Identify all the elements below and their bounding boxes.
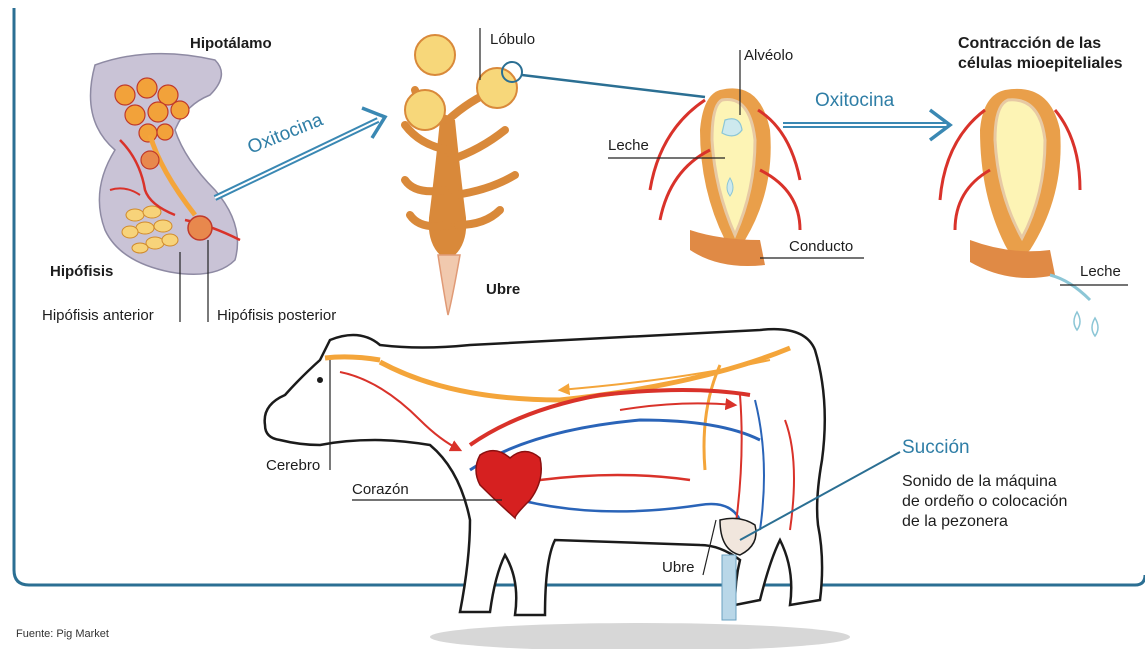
alveolus-illustration [608, 50, 864, 266]
label-lobulo: Lóbulo [490, 32, 535, 47]
hypothalamus-pituitary-illustration [91, 54, 241, 322]
source-credit: Fuente: Pig Market [16, 628, 109, 640]
label-succion-desc: Sonido de la máquina de ordeño o colocac… [902, 472, 1072, 532]
udder-lobule-illustration [405, 28, 705, 315]
oxytocin-arrow-2 [783, 110, 950, 140]
label-leche-2: Leche [1080, 264, 1121, 279]
label-ubre-cow: Ubre [662, 560, 695, 575]
label-contraccion: Contracción de las células mioepiteliale… [958, 34, 1138, 74]
label-leche-1: Leche [608, 138, 649, 153]
label-corazon: Corazón [352, 482, 409, 497]
label-ubre-top: Ubre [486, 282, 520, 297]
label-alveolo: Alvéolo [744, 48, 793, 63]
label-conducto: Conducto [789, 239, 853, 254]
label-hipofisis-anterior: Hipófisis anterior [42, 308, 154, 323]
label-hipofisis-posterior: Hipófisis posterior [217, 308, 336, 323]
label-succion: Succión [902, 438, 970, 457]
contracted-alveolus-illustration [940, 89, 1128, 336]
label-cerebro: Cerebro [266, 458, 320, 473]
label-hipofisis: Hipófisis [50, 264, 113, 279]
label-oxitocina-2: Oxitocina [815, 91, 894, 110]
label-hipotalamo: Hipotálamo [190, 36, 272, 51]
